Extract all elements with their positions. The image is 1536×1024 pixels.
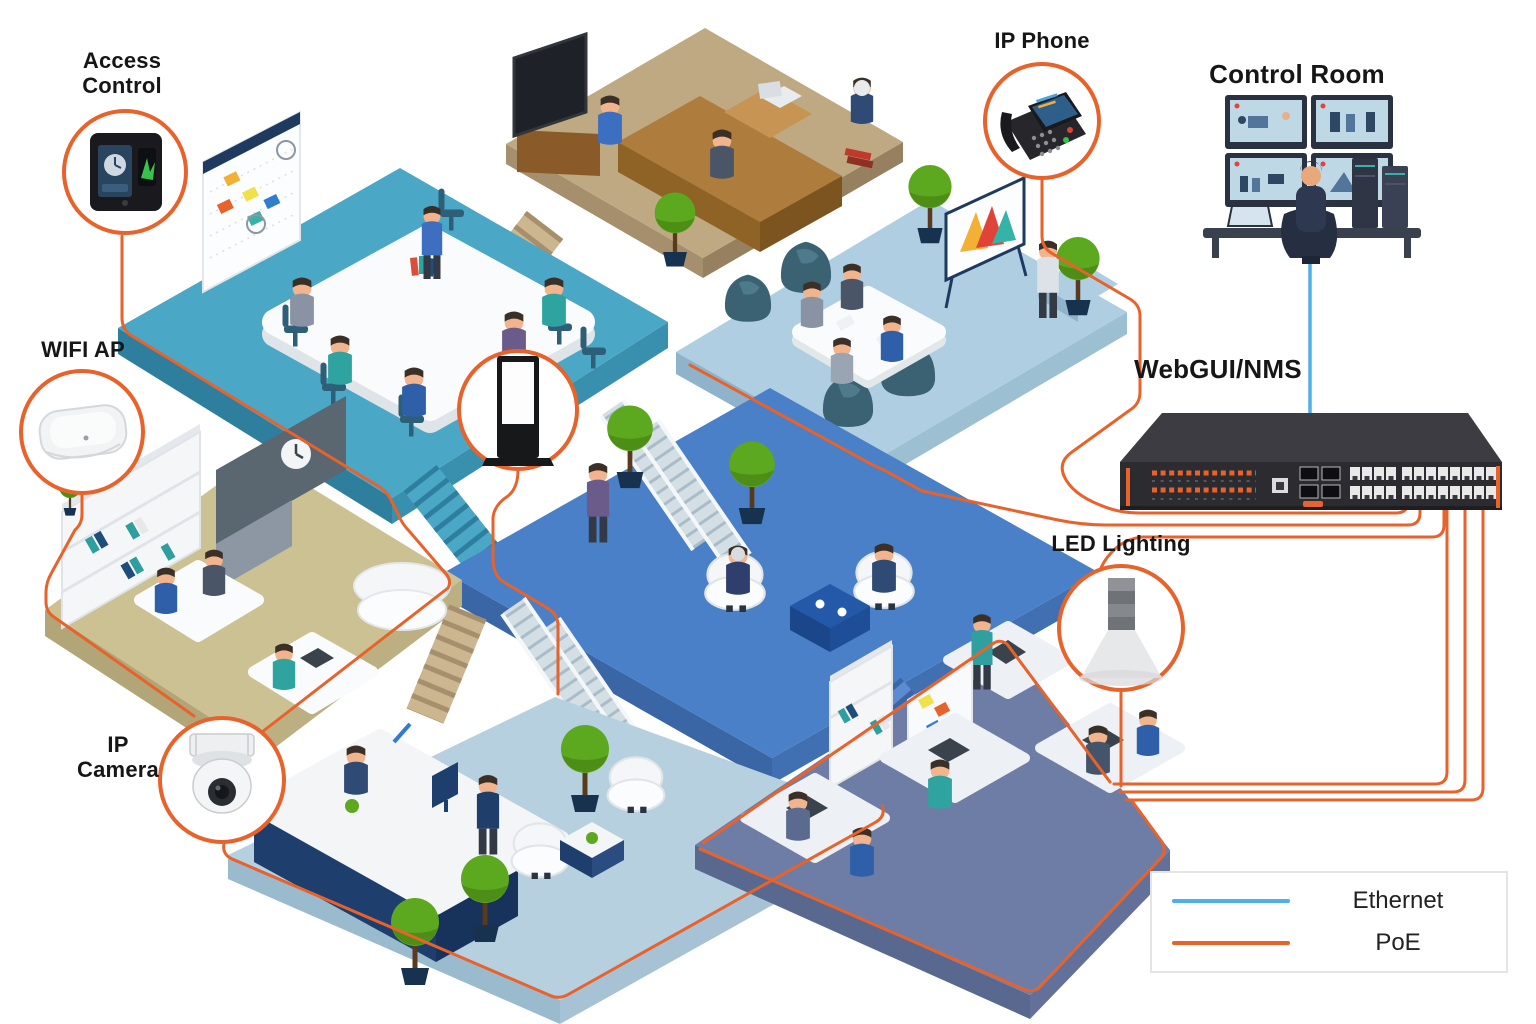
ip-phone-icon: [1000, 92, 1086, 160]
access-control-callout: [62, 109, 188, 235]
ethernet-line-swatch: [1172, 899, 1290, 903]
sfp-ports: [1299, 466, 1341, 499]
poe-switch-illustration: [1120, 413, 1502, 510]
operator-person: [1281, 161, 1338, 264]
poe-lounge-to-switch: [688, 363, 1422, 527]
access-control-icon: [90, 133, 162, 211]
poe-switch-right-3: [1124, 504, 1485, 802]
wifi-ap-icon: [38, 404, 128, 460]
poe-ip-phone-to-switch: [1040, 177, 1410, 515]
ip-camera-callout: [158, 716, 286, 844]
poe-reception-trace: [222, 804, 885, 999]
wifi-ap-callout: [19, 369, 145, 495]
webgui-nms-label: WebGUI/NMS: [1134, 354, 1302, 384]
poe-lobby-to-switch: [1096, 470, 1446, 578]
poe-legend-label: PoE: [1375, 929, 1421, 956]
poe-access-chain: [120, 234, 452, 734]
led-lighting-icon: [1079, 578, 1163, 686]
poe-switch-right-2: [1118, 504, 1467, 794]
control-room-illustration: [1203, 95, 1421, 264]
access-control-label: Access Control: [82, 48, 162, 99]
device-callouts: [19, 62, 1185, 844]
poe-kiosk-drop: [491, 468, 560, 696]
legend-row-poe: PoE: [1152, 929, 1506, 957]
ip-phone-label: IP Phone: [994, 28, 1090, 53]
led-lighting-label: LED Lighting: [1051, 531, 1191, 556]
poe-switch-right-1: [1112, 504, 1449, 786]
wifi-ap-label: WIFI AP: [41, 337, 125, 362]
legend-box: Ethernet PoE: [1150, 871, 1508, 973]
led-lighting-callout: [1057, 564, 1185, 692]
poe-line-swatch: [1172, 941, 1290, 945]
poe-wifi-chain: [44, 492, 196, 718]
control-room-label: Control Room: [1209, 59, 1385, 89]
poe-office-trace-a: [698, 799, 1166, 993]
floor-reception: [228, 697, 885, 1024]
poe-cables: [44, 177, 1485, 999]
digital-signage-icon: [482, 356, 554, 466]
ethernet-legend-label: Ethernet: [1352, 887, 1444, 914]
server-racks: [1352, 158, 1408, 228]
digital-signage-callout: [457, 349, 579, 471]
ip-phone-callout: [983, 62, 1101, 180]
ip-camera-label: IP Camera: [77, 732, 159, 783]
legend-row-ethernet: Ethernet: [1152, 887, 1506, 915]
ip-camera-icon: [189, 733, 255, 814]
poe-office-trace-b: [701, 639, 1112, 845]
